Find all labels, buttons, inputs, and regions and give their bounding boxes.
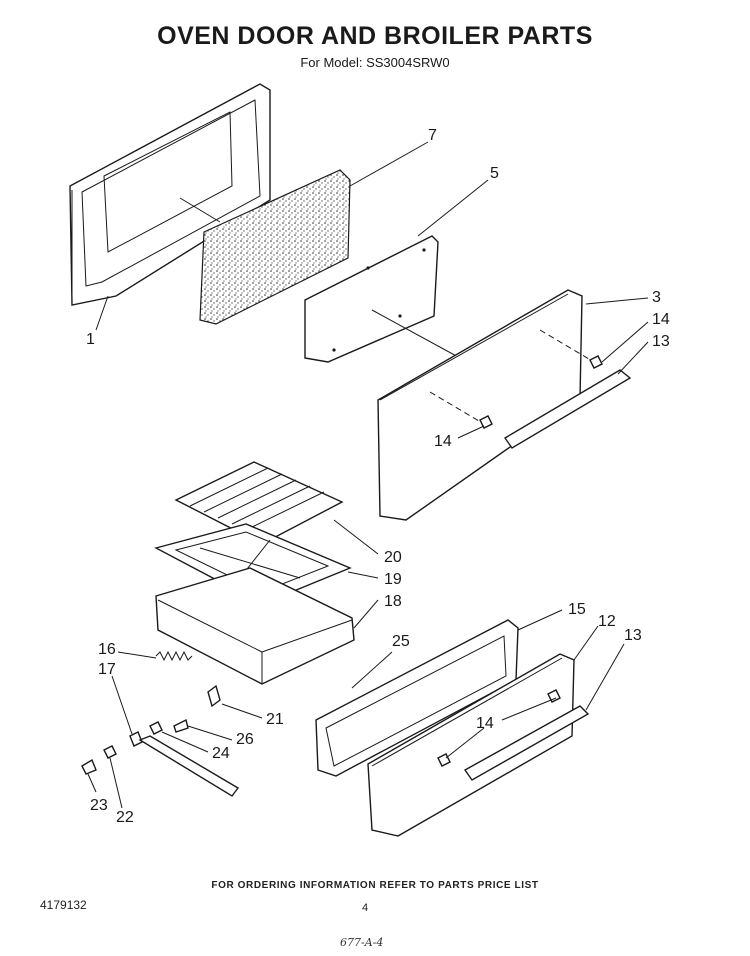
callout-3: 3 bbox=[652, 289, 661, 306]
page-number: 4 bbox=[362, 902, 369, 914]
callout-17: 17 bbox=[98, 661, 116, 678]
handwritten-note: 677-A-4 bbox=[340, 936, 384, 949]
callout-21: 21 bbox=[266, 711, 284, 728]
page-title: OVEN DOOR AND BROILER PARTS bbox=[157, 22, 593, 50]
callout-leaders bbox=[87, 141, 649, 809]
callout-15: 15 bbox=[568, 601, 586, 618]
callout-19: 19 bbox=[384, 571, 402, 588]
broiler-drawer-part bbox=[155, 567, 355, 685]
callout-26: 26 bbox=[236, 731, 254, 748]
callout-12: 12 bbox=[598, 613, 616, 630]
inner-door-frame-part bbox=[69, 83, 271, 306]
callout-18: 18 bbox=[384, 593, 402, 610]
ordering-note: FOR ORDERING INFORMATION REFER TO PARTS … bbox=[211, 880, 539, 891]
callout-23: 23 bbox=[90, 797, 108, 814]
door-panel-part bbox=[304, 235, 461, 363]
hardware-parts bbox=[81, 684, 240, 797]
document-number: 4179132 bbox=[40, 898, 87, 912]
callout-labels: 1 7 5 3 14 13 14 20 19 18 15 12 13 16 17… bbox=[86, 127, 670, 826]
callout-24: 24 bbox=[212, 745, 230, 762]
insulation-part bbox=[199, 169, 351, 325]
callout-20: 20 bbox=[384, 549, 402, 566]
model-subtitle: For Model: SS3004SRW0 bbox=[300, 55, 450, 70]
outer-door-part bbox=[377, 289, 632, 521]
drawer-front-part bbox=[367, 653, 590, 837]
callout-13-lower: 13 bbox=[624, 627, 642, 644]
callout-1: 1 bbox=[86, 331, 95, 348]
spring-part bbox=[155, 650, 193, 662]
callout-22: 22 bbox=[116, 809, 134, 826]
callout-25: 25 bbox=[392, 633, 410, 650]
callout-5: 5 bbox=[490, 165, 499, 182]
callout-7: 7 bbox=[428, 127, 437, 144]
callout-16: 16 bbox=[98, 641, 116, 658]
callout-14-drawer: 14 bbox=[476, 715, 494, 732]
callout-14-upper: 14 bbox=[652, 311, 670, 328]
callout-13-upper: 13 bbox=[652, 333, 670, 350]
callout-14-door: 14 bbox=[434, 433, 452, 450]
